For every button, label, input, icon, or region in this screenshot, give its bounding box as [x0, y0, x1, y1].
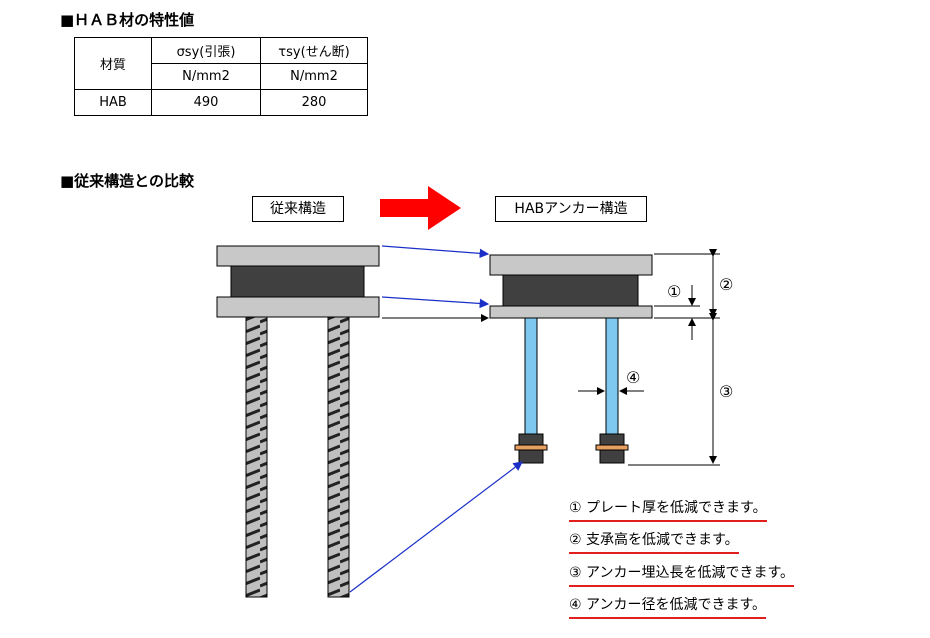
- properties-table: 材質 σsy(引張) τsy(せん断) N/mm2 N/mm2 HAB 490 …: [74, 37, 368, 116]
- conventional-anchor-right: [327, 316, 350, 598]
- conventional-top-plate: [216, 245, 380, 267]
- benefit-3: ③ アンカー埋込長を低減できます。: [569, 562, 795, 587]
- material-header: 材質: [74, 37, 152, 90]
- tensile-value: 490: [151, 89, 261, 116]
- dim3-label: ③: [719, 382, 734, 401]
- hab-anchor-label: HABアンカー構造: [495, 196, 647, 222]
- section-title-properties: ■ＨＡＢ材の特性値: [60, 11, 195, 29]
- conventional-rubber: [230, 265, 365, 298]
- benefit-1: ① プレート厚を低減できます。: [569, 497, 767, 522]
- shear-value: 280: [260, 89, 368, 116]
- section-title-comparison: ■従来構造との比較: [60, 172, 195, 190]
- red-arrow-icon: [380, 186, 461, 230]
- benefit-2: ② 支承高を低減できます。: [569, 529, 739, 554]
- leader-bottom-plate: [381, 296, 490, 309]
- hab-anchor-right: [605, 317, 619, 449]
- dim1-label: ①: [667, 282, 682, 301]
- hab-rubber: [502, 274, 639, 307]
- hab-nut-right-bottom: [599, 449, 625, 464]
- hab-top-plate: [489, 254, 653, 276]
- dim2-label: ②: [719, 275, 734, 294]
- conventional-label: 従来構造: [252, 196, 344, 222]
- hab-nut-left-top: [518, 433, 544, 446]
- dim4-label: ④: [626, 368, 641, 387]
- hab-washer-right: [595, 444, 629, 451]
- hab-row-label: HAB: [74, 89, 152, 116]
- leader-anchor: [349, 461, 523, 593]
- hab-washer-left: [514, 444, 548, 451]
- conventional-structure: [216, 245, 380, 598]
- hab-nut-right-top: [599, 433, 625, 446]
- tensile-header: σsy(引張): [151, 37, 261, 64]
- hab-structure: [489, 254, 653, 464]
- conventional-bottom-plate: [216, 296, 380, 318]
- hab-bottom-plate: [489, 305, 653, 319]
- benefit-4: ④ アンカー径を低減できます。: [569, 594, 767, 619]
- leader-top-plate: [381, 245, 490, 259]
- hab-anchor-left: [524, 317, 538, 449]
- shear-header: τsy(せん断): [260, 37, 368, 64]
- hab-nut-left-bottom: [518, 449, 544, 464]
- tensile-unit: N/mm2: [151, 63, 261, 90]
- conventional-anchor-left: [245, 316, 268, 598]
